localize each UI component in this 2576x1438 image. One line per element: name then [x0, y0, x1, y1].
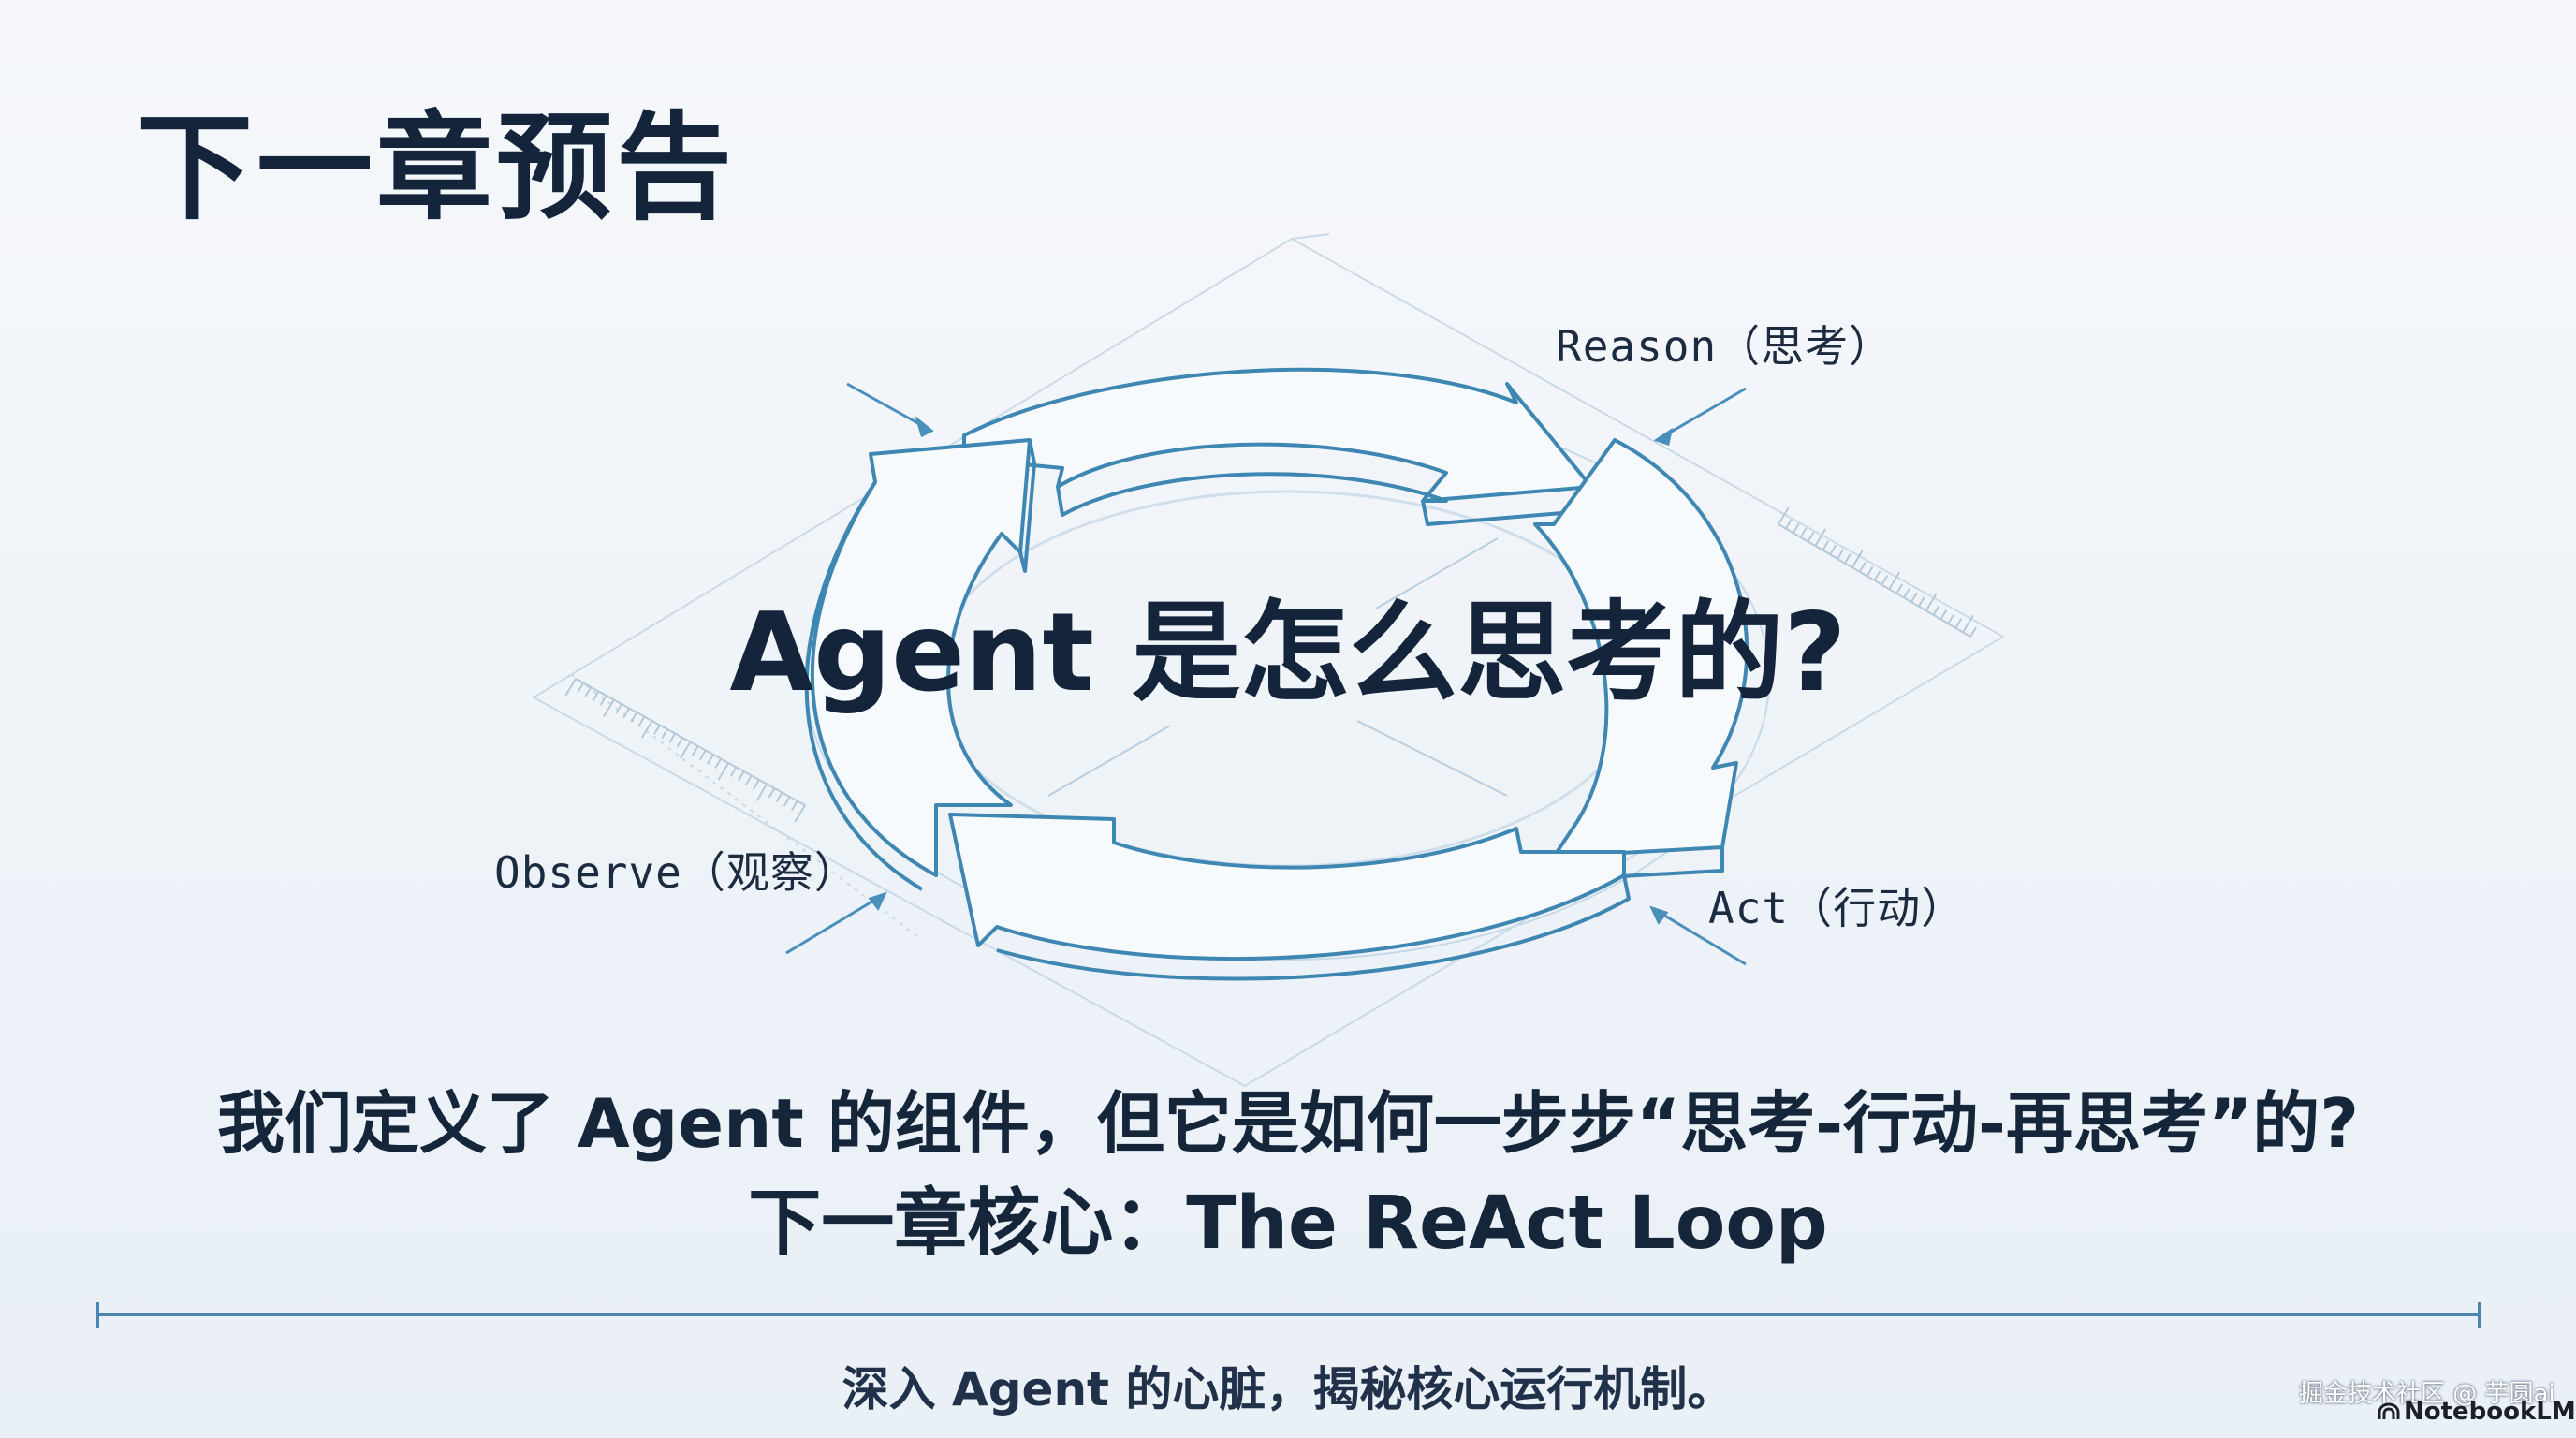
- ruler-tick: [698, 749, 707, 761]
- ruler-tick: [775, 791, 783, 803]
- ruler-tick: [1954, 618, 1963, 629]
- ruler-tick: [1851, 550, 1864, 568]
- brand-name: NotebookLM: [2404, 1398, 2576, 1426]
- inner-diagonals: [1047, 537, 1508, 797]
- ruler-tick: [794, 804, 806, 823]
- ruler-tick: [603, 698, 615, 718]
- ruler-tick: [1858, 562, 1866, 573]
- ruler-tick: [1829, 544, 1837, 555]
- ruler-tick: [622, 707, 631, 719]
- ruler-tick: [1799, 527, 1808, 538]
- ruler-tick: [1866, 565, 1874, 577]
- ruler-tick: [1917, 596, 1925, 608]
- ruler-tick: [729, 766, 738, 778]
- ruler-tick: [744, 774, 753, 786]
- arrow-top: [962, 367, 1593, 503]
- ruler-tick: [1910, 592, 1918, 603]
- summary-question: 我们定义了 Agent 的组件，但它是如何一步步“思考-行动-再思考”的?: [216, 1084, 2360, 1163]
- next-chapter-heading: 下一章核心：The ReAct Loop: [748, 1181, 1828, 1266]
- ruler-tick: [707, 754, 714, 765]
- ruler-tick: [1873, 570, 1881, 581]
- ruler-tick: [691, 745, 699, 756]
- divider-cap-right: [2478, 1302, 2481, 1328]
- cycle-arrows: [804, 367, 1749, 981]
- slide-title: 下一章预告: [137, 101, 737, 236]
- ruler-tick: [1844, 553, 1852, 565]
- ruler-tick: [630, 712, 638, 723]
- ruler-tick: [564, 678, 577, 697]
- ruler-tick: [615, 703, 622, 714]
- label-observe: Observe（观察）: [494, 847, 858, 898]
- ruler-tick: [592, 690, 600, 702]
- center-question: Agent 是怎么思考的?: [729, 590, 1847, 716]
- ruler-tick: [717, 762, 730, 781]
- watermark: 掘金技术社区 @ 芋圆ai: [2299, 1380, 2555, 1408]
- ruler-tick: [1895, 583, 1904, 594]
- label-act: Act（行动）: [1708, 883, 1966, 933]
- notebooklm-icon: [2378, 1402, 2400, 1419]
- ruler-tick: [1925, 593, 1938, 611]
- ruler-tick: [679, 741, 692, 760]
- arrow-left: [811, 438, 1032, 877]
- ruler-tick: [637, 715, 646, 727]
- ruler-tick: [1822, 540, 1830, 551]
- ruler-tick: [1814, 528, 1827, 547]
- divider-line: [96, 1313, 2481, 1316]
- ruler-tick: [783, 796, 791, 807]
- ruler-tick: [652, 724, 661, 736]
- ruler-tick: [790, 800, 798, 812]
- ruler-tick: [753, 779, 760, 790]
- ruler-tick: [1807, 531, 1815, 542]
- isometric-plane: [531, 233, 2006, 1088]
- ruler-tick: [584, 686, 593, 697]
- ruler-tick: [1837, 549, 1844, 560]
- ruler-tick: [599, 695, 607, 706]
- ruler-tick: [737, 770, 745, 782]
- ruler-tick: [1888, 571, 1900, 590]
- label-reason: Reason（思考）: [1556, 321, 1894, 372]
- ruler-tick: [1969, 626, 1977, 638]
- brand-logo: NotebookLM: [2378, 1398, 2576, 1426]
- ruler-tick: [676, 737, 684, 748]
- ruler-tick: [1881, 575, 1889, 586]
- ruler-tick: [1947, 613, 1955, 624]
- pointer-arrows: [785, 382, 1747, 966]
- ruler-tick: [755, 783, 768, 802]
- ruler-tick: [768, 787, 776, 799]
- ruler-tick: [1903, 587, 1910, 598]
- ruler-tick: [1962, 614, 1974, 633]
- divider-cap-left: [96, 1302, 99, 1328]
- arrow-bottom: [948, 813, 1626, 961]
- tagline: 深入 Agent 的心脏，揭秘核心运行机制。: [842, 1362, 1734, 1416]
- ruler-ticks: [564, 506, 1977, 823]
- ruler-tick: [668, 732, 677, 744]
- ruler-tick: [577, 682, 585, 694]
- ruler-tick: [1785, 519, 1793, 530]
- ruler-tick: [1778, 506, 1790, 525]
- ruler-tick: [661, 728, 668, 740]
- ruler-tick: [1792, 522, 1800, 534]
- ruler-tick: [1939, 609, 1948, 621]
- ruler-tick: [641, 720, 653, 739]
- ruler-tick: [1932, 605, 1940, 616]
- ruler-tick: [714, 757, 723, 770]
